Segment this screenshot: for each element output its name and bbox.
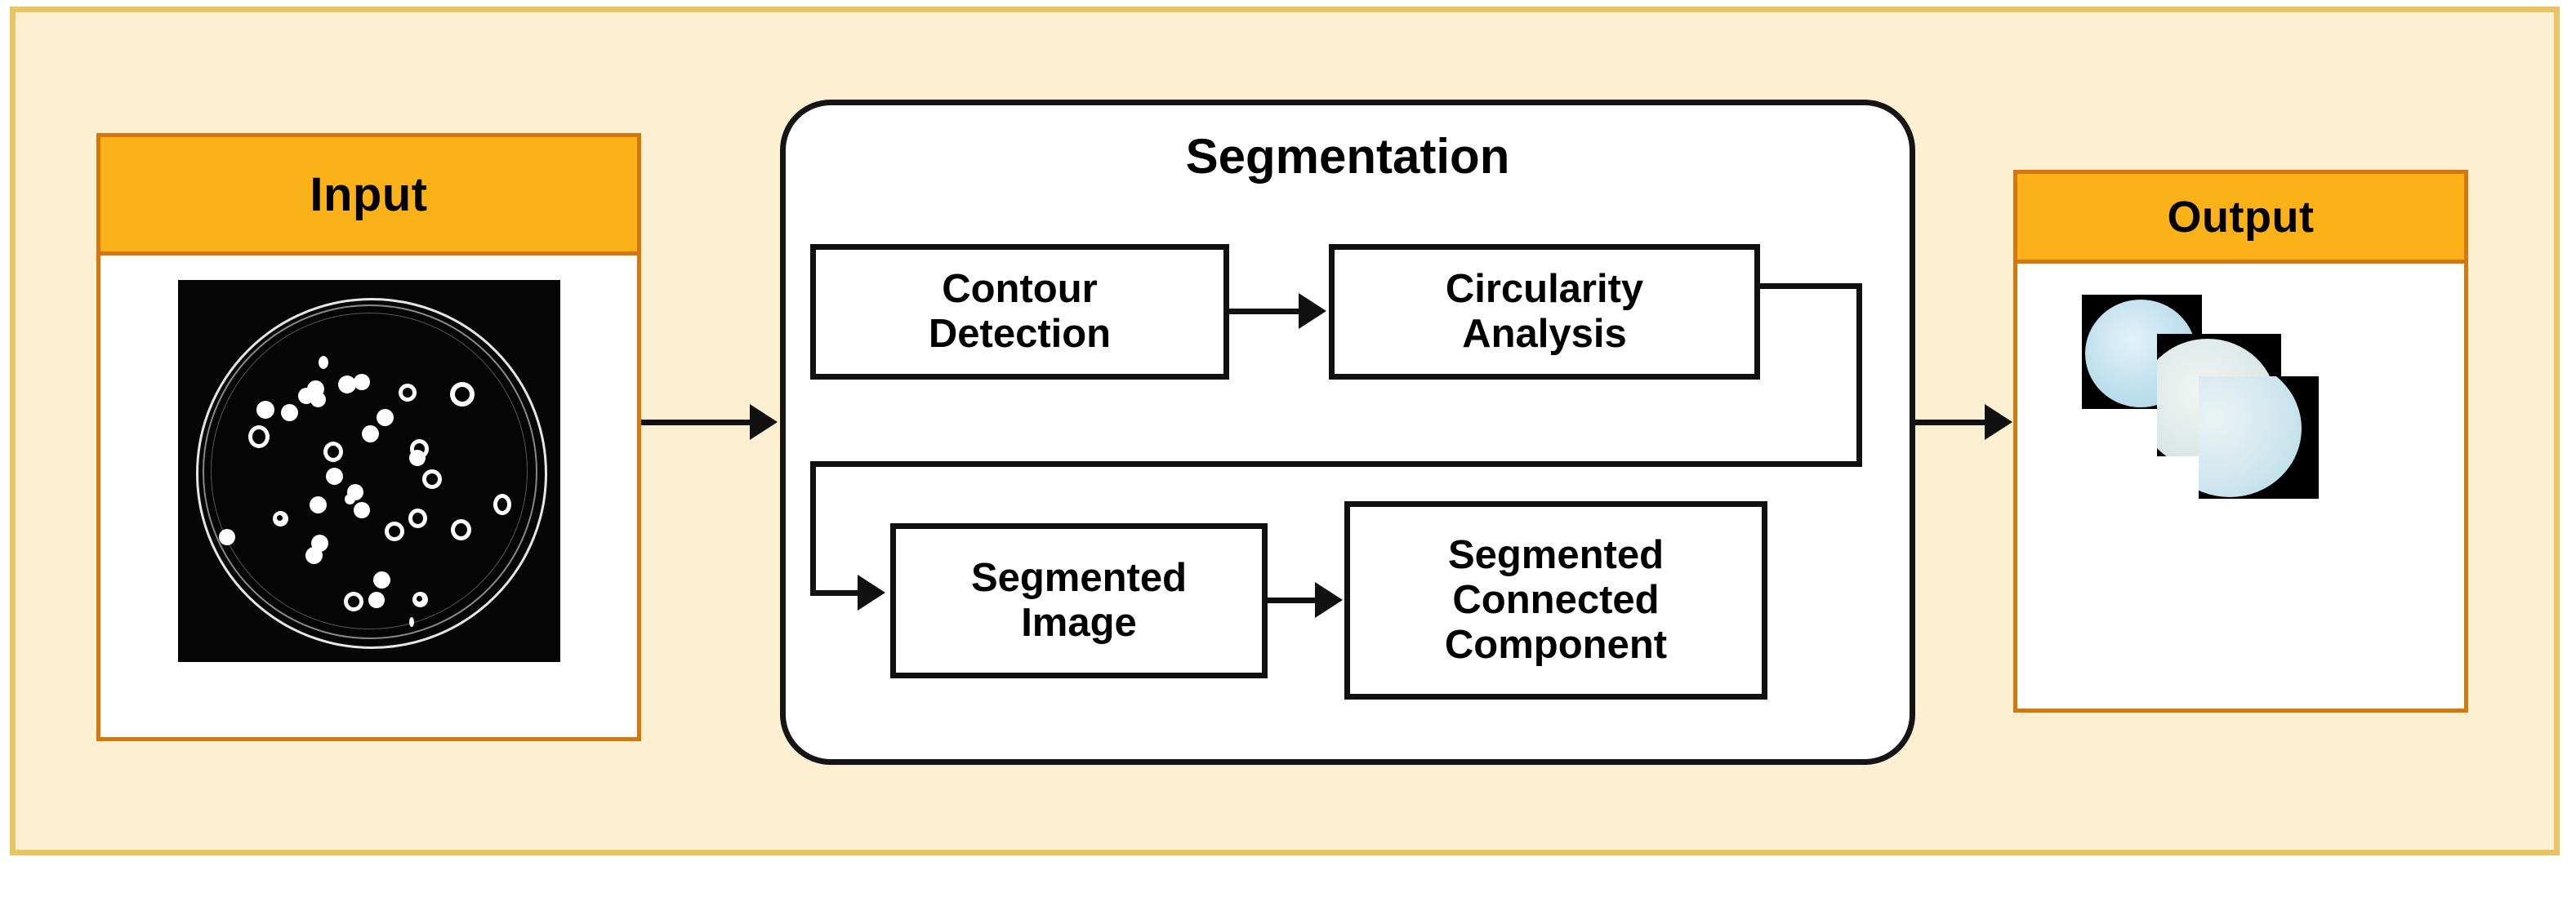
input-panel-header: Input	[100, 137, 637, 255]
connector-contour-to-circularity	[1229, 309, 1301, 314]
connector-segmentation-to-output	[1915, 420, 1989, 425]
segmentation-container: Segmentation Contour Detection Circulari…	[780, 100, 1915, 765]
connector-feedback-left	[810, 461, 1862, 467]
segmented-cc-label-line2: Connected	[1452, 578, 1660, 623]
input-panel: Input	[96, 133, 641, 741]
arrowhead-into-segmented-image	[858, 575, 885, 611]
contour-detection-label-line1: Contour	[942, 267, 1098, 312]
arrowhead-input-to-segmentation	[750, 404, 778, 440]
connector-circularity-right	[1760, 283, 1862, 289]
connector-circularity-down	[1856, 283, 1862, 467]
output-panel: Output	[2013, 170, 2468, 713]
output-panel-body	[2017, 264, 2464, 742]
segmented-image-label-line2: Image	[1021, 601, 1137, 645]
arrowhead-into-segmented-cc	[1315, 582, 1343, 618]
output-panel-title: Output	[2167, 192, 2315, 242]
input-panel-body	[100, 255, 637, 762]
segmented-cc-label-line3: Component	[1444, 622, 1668, 667]
segmented-image-box[interactable]: Segmented Image	[890, 523, 1268, 678]
segmentation-title: Segmentation	[1185, 129, 1510, 184]
arrowhead-segmentation-to-output	[1985, 404, 2012, 440]
circularity-analysis-box[interactable]: Circularity Analysis	[1329, 244, 1760, 380]
connector-input-to-segmentation	[641, 420, 755, 425]
segmented-connected-component-box[interactable]: Segmented Connected Component	[1344, 501, 1767, 700]
segmented-colony-crops	[2081, 295, 2400, 613]
contour-detection-label-line2: Detection	[928, 312, 1112, 356]
contour-detection-box[interactable]: Contour Detection	[810, 244, 1229, 380]
petri-dish-image	[177, 280, 560, 662]
colony-crop-3	[2198, 376, 2319, 499]
segmented-image-label-line1: Segmented	[970, 556, 1188, 601]
circularity-analysis-label-line1: Circularity	[1445, 267, 1644, 312]
circularity-analysis-label-line2: Analysis	[1462, 312, 1627, 356]
input-panel-title: Input	[310, 167, 428, 221]
colony-blob-3	[2198, 376, 2302, 497]
arrowhead-contour-to-circularity	[1299, 293, 1326, 329]
output-panel-header: Output	[2017, 174, 2464, 264]
segmented-cc-label-line1: Segmented	[1447, 533, 1665, 578]
connector-segimage-to-segcc	[1268, 598, 1318, 603]
connector-feedback-down	[810, 461, 816, 596]
connector-feedback-to-segimage	[810, 590, 861, 596]
